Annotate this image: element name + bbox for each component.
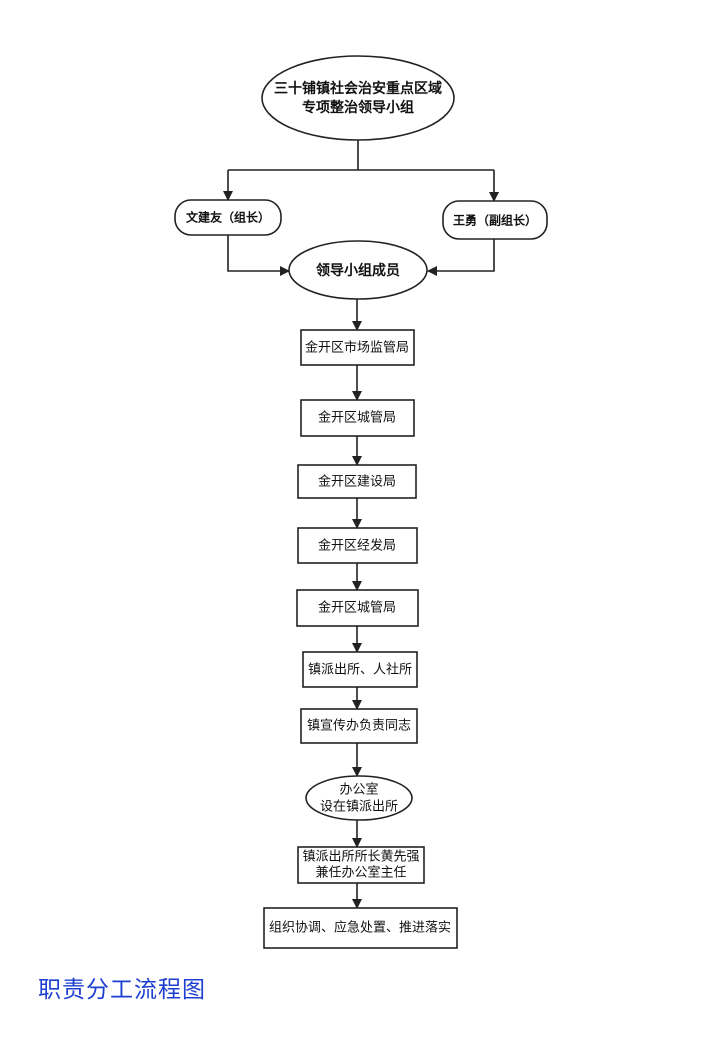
- office-ellipse: [305, 775, 413, 821]
- root-label-line-2: 专项整治领导小组: [302, 99, 414, 116]
- deputy-label: 王勇（副组长）: [453, 213, 537, 228]
- chain-box-1: [300, 329, 415, 366]
- chain-label-2: 金开区城管局: [318, 410, 396, 426]
- final-box: [263, 907, 458, 949]
- leader-label: 文建友（组长）: [186, 210, 270, 225]
- members-ellipse: [288, 240, 428, 300]
- director-label-line-2: 兼任办公室主任: [315, 865, 406, 881]
- chain-label-3: 金开区建设局: [318, 474, 396, 490]
- chain-label-7: 镇宣传办负责同志: [307, 718, 411, 734]
- final-label: 组织协调、应急处置、推进落实: [269, 920, 451, 936]
- figure-caption: 职责分工流程图: [38, 977, 206, 1003]
- director-label-line-1: 镇派出所所长黄先强: [302, 850, 419, 865]
- office-label-line-1: 办公室: [339, 782, 378, 798]
- director-box: [297, 846, 425, 884]
- office-label-line-2: 设在镇派出所: [320, 800, 398, 815]
- root-label-line-1: 三十铺镇社会治安重点区域: [274, 80, 442, 97]
- arrow-deputy-to-members: [427, 239, 495, 276]
- chain-box-6: [302, 651, 418, 688]
- leader-box: [174, 199, 282, 236]
- arrow-leader-to-members: [227, 235, 290, 276]
- chain-box-4: [297, 527, 418, 564]
- chain-label-1: 金开区市场监管局: [305, 340, 409, 356]
- chain-box-2: [300, 399, 415, 437]
- root-ellipse: [261, 55, 455, 141]
- chain-box-5: [296, 589, 419, 627]
- chain-label-6: 镇派出所、人社所: [308, 662, 412, 678]
- deputy-box: [442, 200, 548, 240]
- chain-box-3: [297, 464, 417, 499]
- chain-label-4: 金开区经发局: [318, 538, 396, 554]
- chain-box-7: [300, 708, 418, 744]
- flowchart: 三十铺镇社会治安重点区域 专项整治领导小组 文建友（组长） 王勇（副组长） 领导…: [174, 55, 548, 949]
- chain-label-5: 金开区城管局: [318, 600, 396, 616]
- members-title: 领导小组成员: [316, 262, 400, 279]
